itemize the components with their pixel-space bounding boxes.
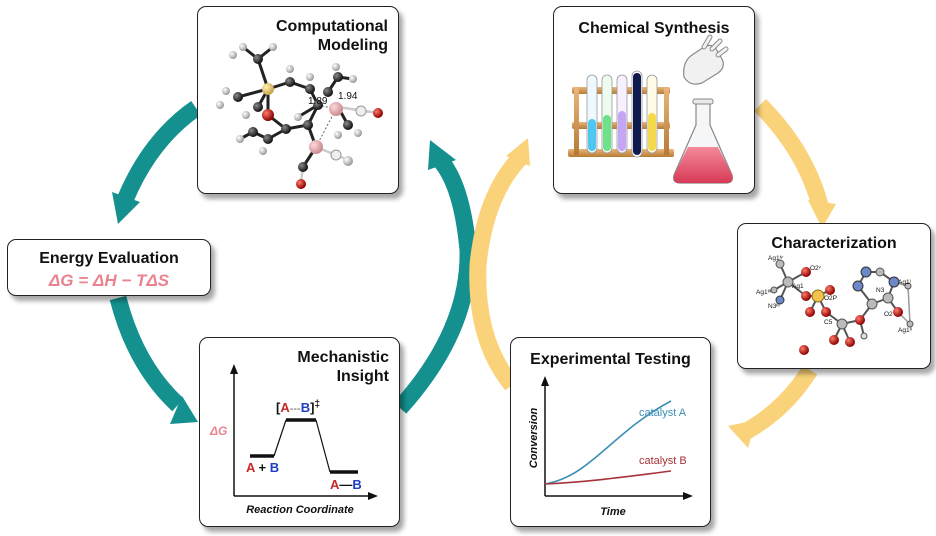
energy-axes (233, 370, 372, 497)
transition-state-model: 1.89 1.94 (216, 43, 383, 189)
yellow-arrowhead-bottom (728, 420, 756, 448)
teal-arc-energy-to-mechanistic (109, 295, 184, 412)
teal-cycle (109, 101, 477, 414)
mechanistic-insight-card: Mechanistic Insight ΔG [A---B]‡ A + B A—… (199, 337, 400, 527)
label-ag1: Ag1 (792, 283, 804, 290)
label-o2-v: O2ᵛ (810, 265, 822, 272)
crystal-structure: Ag1ᴵᵛ O2ᵛ Ag1 Ag1ᴵᴵᴵ O2P N3ᴵᴵᴵ C5 N3 Ag1… (756, 255, 914, 355)
crystal-labels: Ag1ᴵᵛ O2ᵛ Ag1 Ag1ᴵᴵᴵ O2P N3ᴵᴵᴵ C5 N3 Ag1… (756, 255, 912, 334)
y-axis-arrow (230, 364, 238, 374)
glove-icon (683, 34, 729, 85)
time-axis-label: Time (600, 506, 625, 518)
label-n3: N3 (876, 287, 885, 294)
teal-arrowhead-left (112, 192, 140, 224)
crystal-atoms (770, 259, 914, 355)
energy-profile: ΔG [A---B]‡ A + B A—B Reaction Coordinat… (209, 364, 378, 516)
teal-arc-mechanistic-to-modeling (393, 154, 477, 414)
model-partial-bonds (315, 104, 337, 148)
model-atoms (216, 43, 383, 189)
label-ag1-ii: Ag1ᴵᴵ (898, 327, 912, 334)
conversion-axis-label: Conversion (528, 407, 540, 468)
reactants-label: A + B (246, 460, 279, 475)
energy-evaluation-title: Energy Evaluation (39, 250, 179, 267)
synthesis-illustration (568, 34, 733, 184)
computational-modeling-card: Computational Modeling (197, 6, 399, 194)
yellow-arc-synthesis-to-characterization (753, 98, 829, 208)
label-ag1-i: Ag1ᴵ (898, 279, 911, 286)
computational-modeling-title: Computational Modeling (276, 17, 388, 55)
bond-length-1: 1.89 (308, 96, 328, 107)
bond-length-2: 1.94 (338, 91, 358, 102)
yellow-arc-testing-to-synthesis (469, 152, 527, 391)
mechanistic-insight-title: Mechanistic Insight (297, 348, 389, 386)
experimental-testing-title: Experimental Testing (530, 351, 691, 368)
characterization-title: Characterization (771, 235, 897, 252)
chemical-synthesis-title: Chemical Synthesis (578, 20, 730, 37)
y-axis-arrow (541, 376, 549, 386)
teal-arrowhead-bottom (170, 396, 198, 424)
yellow-arrowhead-top (506, 138, 530, 166)
teal-arrowhead-top (428, 140, 456, 170)
catalyst-a-curve (544, 400, 672, 485)
characterization-card: Characterization (737, 223, 931, 369)
product-label: A—B (330, 477, 362, 492)
conversion-axes (544, 382, 687, 497)
catalyst-b-curve (544, 470, 672, 485)
gibbs-equation: ΔG = ΔH − TΔS (48, 271, 170, 290)
title-line-1: Computational (276, 18, 388, 35)
label-o2: O2 (884, 311, 893, 318)
label-o2p: O2P (824, 295, 837, 302)
yellow-arrowhead-right (808, 200, 836, 228)
title-line-1: Mechanistic (297, 349, 389, 366)
label-n3-iii: N3ᴵᴵᴵ (768, 303, 780, 310)
catalyst-b-label: catalyst B (639, 455, 687, 467)
test-tubes (586, 70, 658, 158)
teal-arc-modeling-to-energy (117, 101, 201, 204)
reaction-coordinate-label: Reaction Coordinate (246, 504, 354, 516)
chemical-synthesis-card: Chemical Synthesis (553, 6, 755, 194)
label-ag1-iii: Ag1ᴵᴵᴵ (756, 289, 771, 296)
conversion-plot: catalyst A catalyst B Conversion Time (528, 376, 693, 518)
x-axis-arrow (368, 492, 378, 500)
label-c5: C5 (824, 319, 833, 326)
label-ag1-iv: Ag1ᴵᵛ (768, 255, 784, 262)
title-line-2: Insight (336, 368, 389, 385)
energy-evaluation-card: Energy Evaluation ΔG = ΔH − TΔS (7, 239, 211, 296)
catalyst-a-label: catalyst A (639, 407, 687, 419)
title-line-2: Modeling (317, 37, 388, 54)
x-axis-arrow (683, 492, 693, 500)
experimental-testing-card: Experimental Testing catalyst A catalyst… (510, 337, 711, 527)
energy-path (250, 418, 358, 474)
erlenmeyer-flask (673, 98, 733, 184)
transition-state-label: [A---B]‡ (276, 399, 320, 415)
delta-g-label: ΔG (209, 424, 227, 438)
